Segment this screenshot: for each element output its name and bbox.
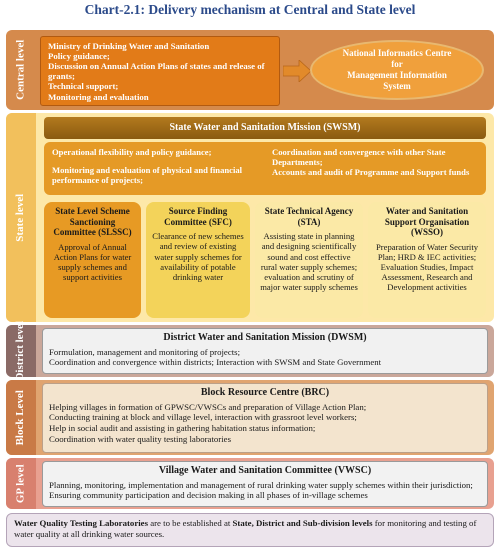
nic-line: Management Information bbox=[347, 70, 447, 80]
arrow-right-icon bbox=[283, 60, 311, 82]
ministry-line: Ministry of Drinking Water and Sanitatio… bbox=[48, 41, 210, 51]
wq-bold-2: State, District and Sub-division levels bbox=[232, 518, 373, 528]
brc-line: Helping villages in formation of GPWSC/V… bbox=[49, 401, 367, 412]
org-name: Source Finding Committee (SFC) bbox=[164, 206, 232, 227]
org-name: Water and Sanitation Support Organisatio… bbox=[384, 206, 470, 238]
gp-level-label: GP level bbox=[6, 458, 36, 509]
brc-line: Help in social audit and assisting in ga… bbox=[49, 423, 316, 434]
central-level-label: Central level bbox=[14, 39, 27, 101]
org-name: State Level Scheme Sanctioning Committee… bbox=[53, 206, 132, 238]
dwsm-line: Formulation, management and monitoring o… bbox=[49, 346, 241, 357]
org-desc: Approval of Annual Action Plans for wate… bbox=[53, 241, 132, 283]
org-desc: Clearance of new schemes and review of e… bbox=[152, 231, 244, 282]
org-sfc: Source Finding Committee (SFC) Clearance… bbox=[146, 202, 250, 318]
brc-box: Block Resource Centre (BRC) Helping vill… bbox=[42, 383, 488, 453]
swsm-functions-box: Operational flexibility and policy guida… bbox=[44, 142, 486, 195]
org-wsso: Water and Sanitation Support Organisatio… bbox=[368, 202, 486, 318]
brc-title: Block Resource Centre (BRC) bbox=[200, 387, 330, 398]
nic-line: System bbox=[383, 80, 411, 91]
org-desc: Preparation of Water Security Plan; HRD … bbox=[376, 241, 478, 293]
dwsm-title: District Water and Sanitation Mission (D… bbox=[163, 332, 367, 343]
water-quality-note: Water Quality Testing Laboratories are t… bbox=[14, 518, 486, 540]
wq-text-1: are to be established at bbox=[148, 518, 233, 528]
nic-line: for bbox=[391, 59, 403, 70]
swsm-func-right-1: Coordination and convergence with other … bbox=[272, 147, 446, 167]
ministry-line: Monitoring and evaluation bbox=[48, 91, 149, 102]
vwsc-title: Village Water and Sanitation Committee (… bbox=[158, 465, 372, 476]
org-slssc: State Level Scheme Sanctioning Committee… bbox=[44, 202, 141, 318]
brc-line: Coordination with water quality testing … bbox=[49, 434, 232, 445]
swsm-func-right-2: Accounts and audit of Programme and Supp… bbox=[272, 167, 470, 177]
dwsm-line: Coordination and convergence within dist… bbox=[49, 357, 382, 368]
dwsm-box: District Water and Sanitation Mission (D… bbox=[42, 328, 488, 374]
ministry-box: Ministry of Drinking Water and Sanitatio… bbox=[40, 36, 280, 106]
nic-line: National Informatics Centre bbox=[342, 48, 452, 59]
water-quality-band bbox=[6, 513, 494, 547]
org-sta: State Technical Agency (STA) Assisting s… bbox=[255, 202, 363, 318]
state-level-label: State level bbox=[6, 113, 36, 322]
swsm-func-left-2: Monitoring and evaluation of physical an… bbox=[52, 165, 243, 185]
block-level-label: Block Level bbox=[6, 380, 36, 455]
ministry-line: Technical support; bbox=[48, 81, 119, 92]
org-desc: Assisting state in planning and designin… bbox=[260, 231, 358, 292]
brc-line: Conducting training at block and village… bbox=[49, 412, 357, 423]
wq-bold-1: Water Quality Testing Laboratories bbox=[14, 518, 148, 528]
district-level-label: District level bbox=[6, 321, 36, 381]
vwsc-line: Ensuring community participation and dec… bbox=[49, 490, 368, 501]
swsm-func-left-1: Operational flexibility and policy guida… bbox=[52, 147, 212, 157]
ministry-line: Policy guidance; bbox=[48, 51, 110, 62]
nic-ellipse: National Informatics Centre for Manageme… bbox=[310, 40, 484, 100]
org-name: State Technical Agency (STA) bbox=[264, 206, 354, 227]
wq-text-2: for monitoring and testing of water qual… bbox=[14, 518, 477, 539]
vwsc-line: Planning, monitoring, implementation and… bbox=[49, 479, 473, 490]
vwsc-box: Village Water and Sanitation Committee (… bbox=[42, 461, 488, 507]
chart-title: Chart-2.1: Delivery mechanism at Central… bbox=[84, 2, 416, 17]
ministry-line: Discussion on Annual Action Plans of sta… bbox=[48, 61, 265, 82]
swsm-title-bar: State Water and Sanitation Mission (SWSM… bbox=[44, 117, 486, 139]
